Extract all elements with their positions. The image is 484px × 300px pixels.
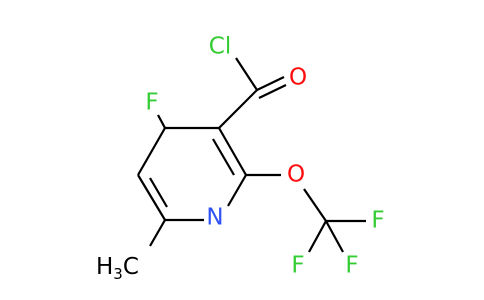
bond-c6-methyl	[149, 219, 166, 247]
ether-oxygen-label: O	[287, 162, 305, 188]
bond-c3-c2-outer	[218, 127, 247, 176]
bond-c2-n	[227, 174, 247, 207]
ring-fluorine-label: F	[145, 90, 158, 116]
methyl-hydrogen: H	[96, 254, 113, 280]
bond-cf3-f-left	[308, 220, 327, 253]
cf3-fluorine-right-label: F	[371, 208, 384, 234]
bond-c3-acyl	[218, 89, 258, 129]
bond-acyl-o-2	[258, 84, 287, 99]
bonds	[137, 57, 366, 253]
chlorine-label: Cl	[209, 34, 231, 60]
bond-c4-f	[157, 114, 166, 129]
ring-nitrogen-label: N	[206, 205, 223, 231]
bond-cf3-f-bottom	[325, 220, 344, 253]
carbonyl-oxygen-label: O	[289, 65, 307, 91]
bond-o-cf3	[303, 188, 327, 222]
cf3-fluorine-bottom-label: F	[345, 253, 358, 279]
cf3-fluorine-left-label: F	[291, 253, 304, 279]
bond-c5-c4	[137, 127, 166, 176]
bond-c3-c2-inner	[212, 138, 235, 176]
methyl-subscript: 3	[113, 265, 123, 283]
bond-c6-c5-inner	[149, 177, 168, 208]
methyl-label: H3C	[96, 254, 139, 283]
methyl-carbon: C	[123, 254, 139, 280]
bond-acyl-o-1	[256, 76, 285, 91]
bond-acyl-cl	[235, 57, 258, 91]
atom-labels: Cl O F O N F F F H3C	[96, 34, 385, 284]
bond-c6-c5-outer	[137, 174, 166, 221]
